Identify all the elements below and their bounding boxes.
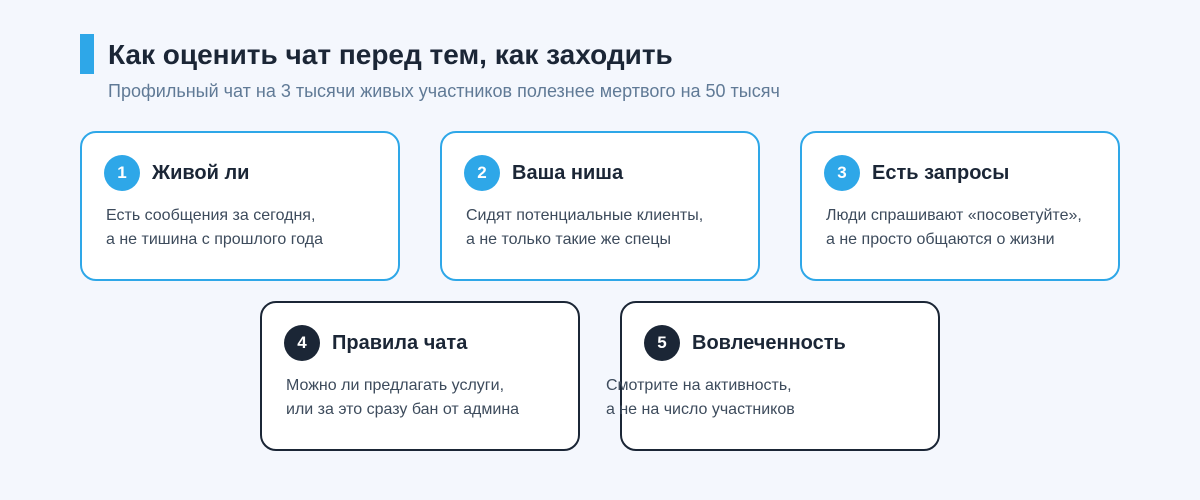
number-badge: 1 — [104, 155, 140, 191]
card-description-line: а не на число участников — [606, 401, 795, 418]
page-subtitle: Профильный чат на 3 тысячи живых участни… — [108, 81, 780, 101]
number-badge: 2 — [464, 155, 500, 191]
card-description-line: Смотрите на активность, — [606, 377, 792, 394]
card-description-line: Есть сообщения за сегодня, — [106, 207, 316, 224]
criterion-card-engagement: 5 Вовлеченность Смотрите на активность, … — [606, 301, 940, 451]
card-description-line: или за это сразу бан от админа — [286, 401, 520, 418]
criterion-card-niche: 2 Ваша ниша Сидят потенциальные клиенты,… — [440, 131, 760, 281]
criterion-card-rules: 4 Правила чата Можно ли предлагать услуг… — [260, 301, 580, 451]
card-description-line: Сидят потенциальные клиенты, — [466, 207, 704, 224]
card-description-line: а не просто общаются о жизни — [826, 231, 1055, 248]
card-title: Есть запросы — [872, 162, 1010, 184]
card-title: Правила чата — [332, 332, 468, 354]
card-description: Можно ли предлагать услуги, или за это с… — [286, 374, 576, 422]
criterion-card-requests: 3 Есть запросы Люди спрашивают «посовету… — [800, 131, 1120, 281]
card-description-line: Можно ли предлагать услуги, — [286, 377, 505, 394]
card-title: Ваша ниша — [512, 162, 624, 184]
number-badge: 5 — [644, 325, 680, 361]
criterion-card-alive: 1 Живой ли Есть сообщения за сегодня, а … — [80, 131, 400, 281]
number-badge: 4 — [284, 325, 320, 361]
card-title: Живой ли — [152, 162, 250, 184]
card-title: Вовлеченность — [692, 332, 846, 354]
number-badge: 3 — [824, 155, 860, 191]
card-description: Есть сообщения за сегодня, а не тишина с… — [106, 204, 396, 252]
card-description: Смотрите на активность, а не на число уч… — [606, 374, 896, 422]
card-description-line: а не тишина с прошлого года — [106, 231, 323, 248]
card-description: Сидят потенциальные клиенты, а не только… — [466, 204, 756, 252]
card-description-line: а не только такие же спецы — [466, 231, 672, 248]
card-description-line: Люди спрашивают «посоветуйте», — [826, 207, 1082, 224]
card-description: Люди спрашивают «посоветуйте», а не прос… — [826, 204, 1116, 252]
page-title: Как оценить чат перед тем, как заходить — [108, 39, 673, 70]
title-accent-bar — [80, 34, 94, 74]
